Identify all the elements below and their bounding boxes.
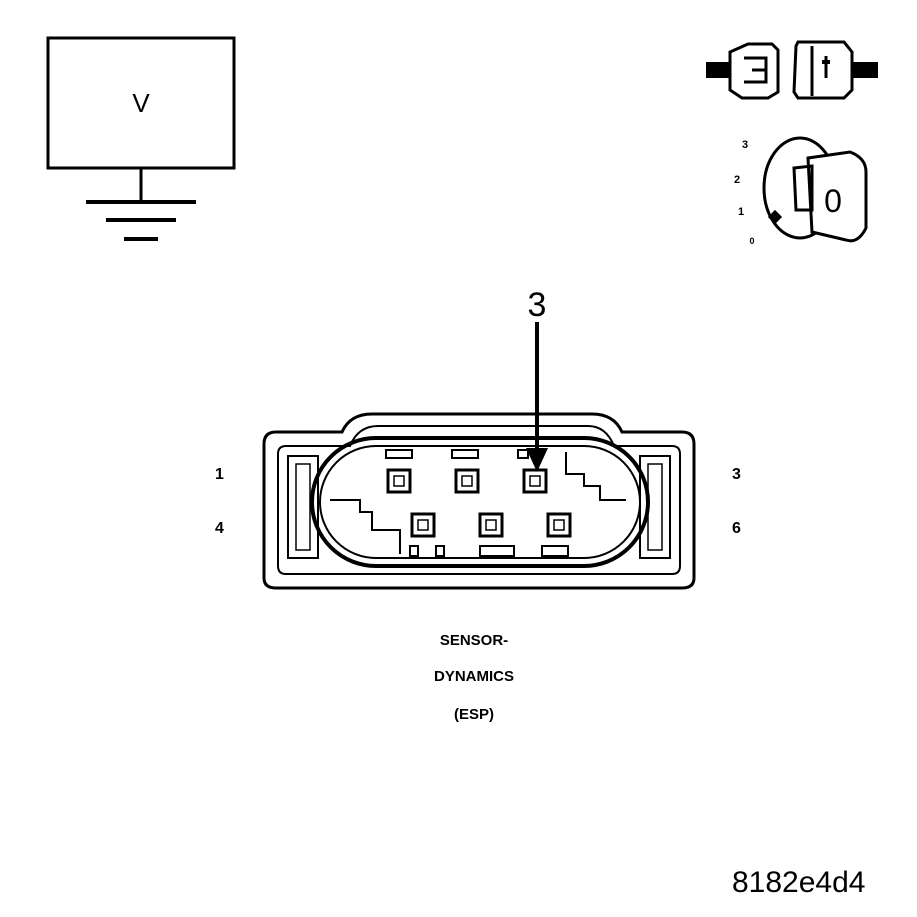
pin-cavity-5: [478, 512, 504, 538]
ignition-position-2: 2: [734, 174, 740, 186]
connector-caption-line-2: DYNAMICS: [433, 668, 514, 685]
connector-caption-line-1: SENSOR-: [439, 632, 509, 649]
pin-cavity-4: [410, 512, 436, 538]
pin-label-top-left: 1: [215, 466, 224, 483]
voltmeter-symbol: V: [132, 88, 150, 118]
pin-label-bottom-left: 4: [215, 520, 224, 537]
pin-callout-arrow: [526, 322, 548, 472]
pin-label-bottom-right: 6: [732, 520, 741, 537]
pin-cavity-6: [546, 512, 572, 538]
connector-face: [262, 412, 696, 590]
figure-code: 8182e4d4: [732, 866, 866, 899]
pin-label-top-right: 3: [732, 466, 741, 483]
pin-cavity-1: [386, 468, 412, 494]
ignition-key-switch-icon: [762, 136, 868, 243]
pin-callout-number: 3: [528, 286, 547, 324]
pin-cavity-3: [522, 468, 548, 494]
pin-cavity-2: [454, 468, 480, 494]
ignition-position-3: 3: [742, 139, 748, 151]
ignition-key-label: 0: [824, 183, 842, 219]
connector-caption-line-3: (ESP): [453, 706, 494, 723]
voltmeter-ground-icon: [46, 36, 236, 241]
disconnected-connector-icon: [706, 40, 878, 100]
ignition-position-0: 0: [749, 236, 754, 246]
ignition-position-1: 1: [738, 206, 744, 218]
